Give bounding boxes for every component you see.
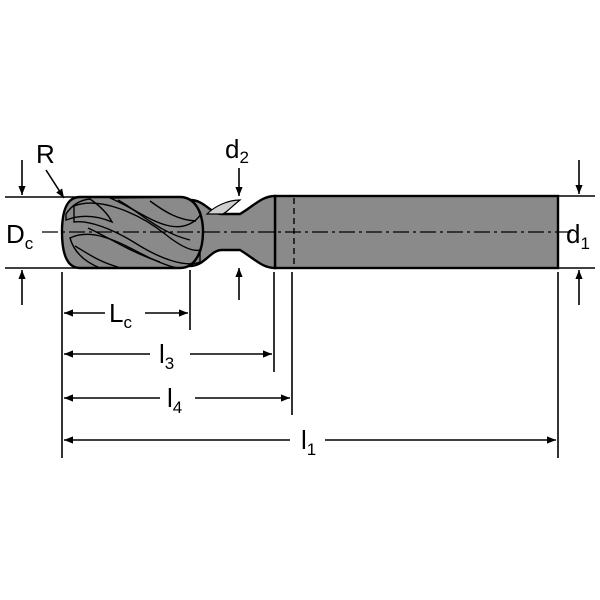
label-l4: l4 xyxy=(167,383,182,417)
label-d2: d2 xyxy=(225,134,249,167)
label-l3: l3 xyxy=(159,339,174,373)
label-l1: l1 xyxy=(301,425,316,459)
label-lc: Lc xyxy=(109,298,132,332)
label-dc: Dc xyxy=(6,219,34,253)
flutes xyxy=(65,196,202,269)
label-d1: d1 xyxy=(566,219,590,253)
r-leader xyxy=(45,169,65,199)
label-r: R xyxy=(36,139,55,169)
extension-lines xyxy=(5,195,595,458)
